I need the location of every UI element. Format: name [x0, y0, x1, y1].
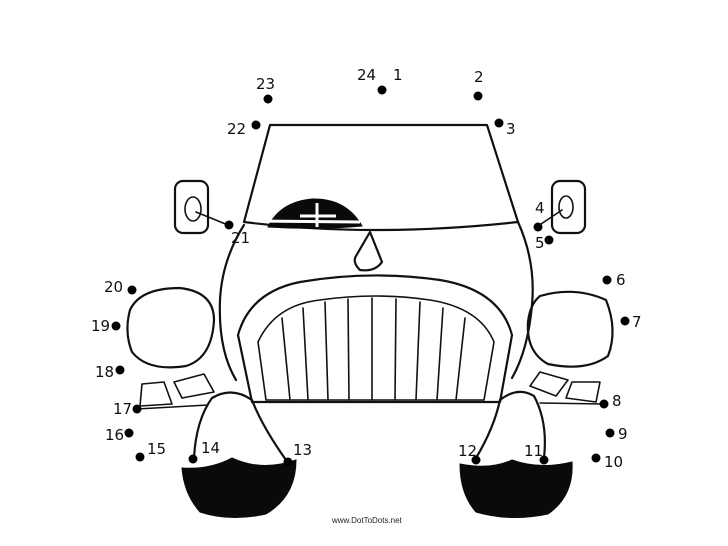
- dot-5[interactable]: 5: [535, 234, 554, 252]
- dot-2[interactable]: 2: [473, 68, 484, 101]
- dot-11[interactable]: 11: [524, 442, 549, 465]
- dot-label: 15: [147, 440, 166, 458]
- dot-3[interactable]: 3: [494, 118, 516, 139]
- dot-6[interactable]: 6: [602, 271, 626, 289]
- dot-21[interactable]: 21: [224, 220, 251, 248]
- dot-label: 22: [227, 120, 246, 138]
- hood-ornament: [353, 230, 384, 272]
- dot-7[interactable]: 7: [620, 313, 642, 331]
- dot-label: 2: [474, 68, 484, 86]
- driver-visor: [254, 219, 361, 224]
- right-tire: [459, 459, 573, 519]
- dot-24[interactable]: 24: [357, 66, 383, 91]
- hood-right: [510, 220, 534, 380]
- right-wheel-top: [474, 390, 546, 460]
- left-mirror: [173, 179, 210, 235]
- dot-label: 20: [104, 278, 123, 296]
- driver-head: [267, 198, 363, 229]
- dot-22[interactable]: 22: [227, 120, 261, 138]
- right-bumper-line: [539, 402, 605, 405]
- right-mirror: [550, 179, 587, 235]
- dot-8[interactable]: 8: [599, 392, 622, 410]
- dot-label: 18: [95, 363, 114, 381]
- dot-20[interactable]: 20: [104, 278, 137, 296]
- dot-16[interactable]: 16: [105, 426, 134, 444]
- numbered-dots: 1 2 3 4 5 6 7 8 9 10 11 12 13 14 15 16 1…: [91, 66, 642, 471]
- dot-label: 13: [293, 441, 312, 459]
- dot-15[interactable]: 15: [135, 440, 167, 462]
- dot-label: 14: [201, 439, 220, 457]
- left-mirror-arm: [195, 211, 229, 226]
- site-credit: www.DotToDots.net: [331, 516, 403, 525]
- car-outline: [126, 123, 614, 519]
- right-fender-panel: [529, 371, 569, 397]
- dot-label: 6: [616, 271, 626, 289]
- dot-label: 17: [113, 400, 132, 418]
- dot-label: 1: [393, 66, 403, 84]
- dot-label: 9: [618, 425, 628, 443]
- dot-1[interactable]: 1: [377, 66, 403, 95]
- hood: [218, 223, 246, 382]
- right-headlight: [526, 290, 614, 368]
- left-wheel-top: [192, 391, 288, 462]
- dot-12[interactable]: 12: [458, 442, 481, 465]
- dot-label: 23: [256, 75, 275, 93]
- dot-label: 7: [632, 313, 642, 331]
- grille-inner: [257, 295, 495, 401]
- dot-label: 16: [105, 426, 124, 444]
- dot-label: 5: [535, 234, 545, 252]
- dot-10[interactable]: 10: [591, 453, 624, 471]
- dot-label: 4: [535, 199, 545, 217]
- left-bumper-line: [136, 404, 209, 410]
- dot-9[interactable]: 9: [605, 425, 628, 443]
- right-turn-signal: [565, 381, 601, 403]
- dot-23[interactable]: 23: [256, 75, 275, 104]
- dot-4[interactable]: 4: [533, 199, 545, 232]
- left-fender-panel: [173, 373, 215, 399]
- dot-19[interactable]: 19: [91, 317, 121, 335]
- dot-label: 21: [231, 229, 250, 247]
- left-headlight: [126, 286, 216, 369]
- dot-18[interactable]: 18: [95, 363, 125, 381]
- grille-frame: [236, 274, 514, 404]
- dot-label: 10: [604, 453, 623, 471]
- dot-label: 8: [612, 392, 622, 410]
- left-tire: [181, 457, 297, 519]
- dot-label: 24: [357, 66, 376, 84]
- dot-label: 19: [91, 317, 110, 335]
- dot-14[interactable]: 14: [188, 439, 221, 464]
- dot-label: 3: [506, 120, 516, 138]
- dot-label: 12: [458, 442, 477, 460]
- dot-17[interactable]: 17: [113, 400, 142, 418]
- left-mirror-glass: [184, 196, 202, 222]
- right-mirror-glass: [558, 195, 574, 219]
- grille-bars: [281, 297, 466, 401]
- dot-label: 11: [524, 442, 543, 460]
- right-mirror-arm: [537, 209, 563, 227]
- dot-13[interactable]: 13: [283, 441, 313, 467]
- left-turn-signal: [139, 381, 173, 407]
